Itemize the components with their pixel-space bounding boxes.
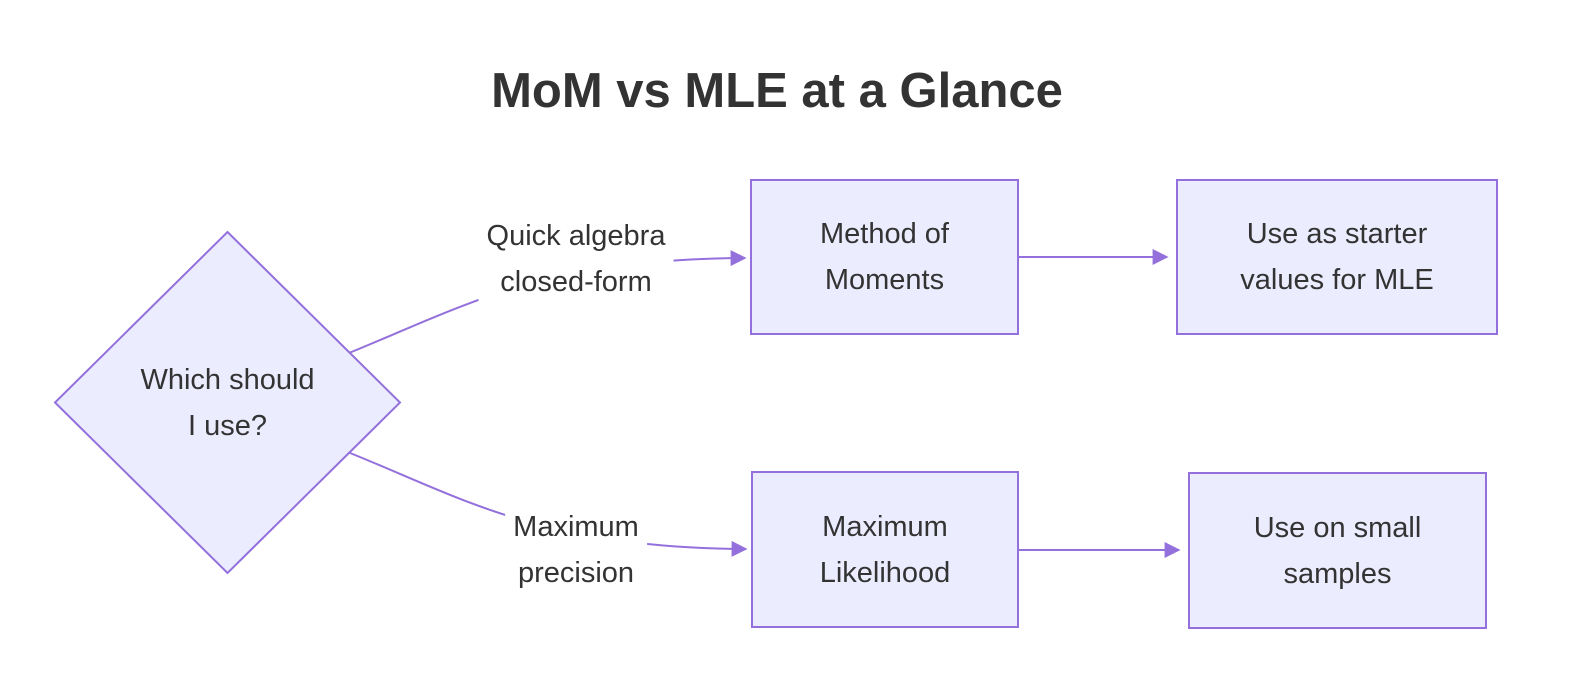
node-mom-shape	[750, 179, 1019, 335]
node-mleuse-shape	[1188, 472, 1487, 629]
node-mom-label: Method of Moments	[820, 218, 949, 296]
node-mleuse-label: Use on small samples	[1253, 511, 1422, 590]
node-mle-shape	[751, 471, 1019, 628]
page-title: MoM vs MLE at a Glance	[491, 64, 1063, 118]
edge-label-quick-algebra: Quick algebra closed-form	[478, 209, 674, 309]
edge-label-maximum-precision: Maximum precision	[505, 500, 647, 600]
decision-diamond-label: Which should I use?	[140, 363, 315, 442]
node-momuse-shape	[1176, 179, 1498, 335]
decision-diamond-shape	[53, 230, 402, 575]
node-momuse-label: Use as starter values for MLE	[1240, 218, 1434, 296]
node-mle-label: Maximum Likelihood	[819, 510, 951, 589]
